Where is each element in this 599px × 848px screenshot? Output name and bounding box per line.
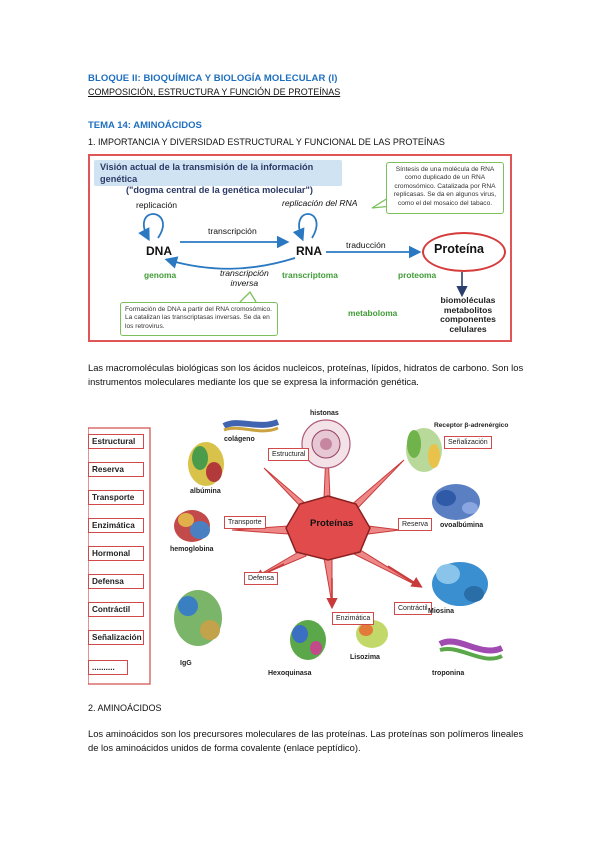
molecule-histonas — [301, 419, 351, 469]
category-defensa: Defensa — [88, 574, 144, 589]
tag-reserva: Reserva — [398, 518, 433, 531]
label-replicacion-rna: replicación del RNA — [282, 198, 358, 208]
mol-albumina: albúmina — [190, 488, 221, 495]
arm-up-right — [349, 459, 405, 513]
category-contractil: Contráctil — [88, 602, 144, 617]
center-label: Proteínas — [310, 518, 354, 529]
reverse-transcription-arrow — [164, 256, 296, 270]
molecule-igg — [174, 590, 222, 646]
mol-receptor: Receptor β-adrenérgico — [434, 422, 509, 429]
label-traduccion: traducción — [346, 240, 386, 250]
category-senalizacion: Señalización — [88, 630, 144, 645]
label-genoma: genoma — [144, 270, 177, 280]
molecule-ovoalbumina — [432, 484, 480, 520]
category-reserva: Reserva — [88, 462, 144, 477]
label-transcripcion-inversa-2: inversa — [230, 278, 259, 288]
block-title: BLOQUE II: BIOQUÍMICA Y BIOLOGÍA MOLECUL… — [88, 73, 338, 84]
dogma-banner: Visión actual de la transmisión de la in… — [94, 160, 342, 195]
mol-hemoglobina: hemoglobina — [170, 546, 214, 553]
section1-heading: 1. IMPORTANCIA Y DIVERSIDAD ESTRUCTURAL … — [88, 137, 445, 147]
category-transporte: Transporte — [88, 490, 144, 505]
category-enzimatica: Enzimática — [88, 518, 144, 533]
molecule-troponina — [438, 638, 504, 661]
tema-title: TEMA 14: AMINOÁCIDOS — [88, 120, 202, 131]
note-rna-replication: Síntesis de una molécula de RNA como dup… — [386, 162, 504, 214]
banner-line-2: ("dogma central de la genética molecular… — [126, 185, 313, 195]
mol-ovoalbumina: ovoalbúmina — [440, 522, 484, 529]
molecule-hemoglobina — [174, 510, 210, 542]
banner-line-1: Visión actual de la transmisión de la in… — [100, 162, 314, 184]
mol-troponina: troponina — [432, 670, 465, 677]
molecule-hexoquinasa — [290, 620, 326, 660]
label-dna: DNA — [146, 244, 172, 258]
label-transcriptoma: transcriptoma — [282, 270, 338, 280]
central-dogma-diagram: Visión actual de la transmisión de la in… — [88, 154, 512, 342]
label-transcripcion-inversa-1: transcripción — [220, 268, 269, 278]
proteina-circle — [422, 232, 506, 272]
arm-down — [323, 557, 333, 605]
label-transcripcion: transcripción — [208, 226, 257, 236]
category-more: .......... — [88, 660, 128, 675]
block-subtitle: COMPOSICIÓN, ESTRUCTURA Y FUNCIÓN DE PRO… — [88, 87, 341, 97]
section2-heading: 2. AMINOÁCIDOS — [88, 703, 162, 713]
arm-right — [367, 525, 401, 535]
label-proteina: Proteína — [434, 242, 485, 256]
molecule-albumina — [188, 442, 224, 486]
molecule-receptor — [406, 428, 442, 472]
category-estructural: Estructural — [88, 434, 144, 449]
mol-hexoquinasa: Hexoquinasa — [268, 670, 312, 677]
label-proteoma: proteoma — [398, 270, 437, 280]
output-item: biomoléculas — [440, 295, 496, 305]
molecule-colageno — [222, 419, 280, 433]
arm-up-left — [263, 467, 307, 509]
label-replicacion: replicación — [136, 200, 178, 210]
tag-transporte: Transporte — [224, 516, 266, 529]
categories-frame — [88, 427, 151, 685]
tag-contractil: Contráctil — [394, 602, 432, 615]
mol-histonas: histonas — [310, 410, 339, 417]
tag-defensa: Defensa — [244, 572, 279, 585]
note-dna-pointer — [239, 290, 257, 303]
label-rna: RNA — [296, 244, 322, 258]
tag-senalizacion: Señalización — [444, 436, 492, 449]
replication-loop-rna — [292, 213, 318, 242]
note-reverse-transcription: Formación de DNA a partir del RNA cromos… — [120, 302, 278, 336]
label-metaboloma: metaboloma — [348, 308, 398, 318]
protein-functions-diagram: Estructural Reserva Transporte Enzimátic… — [88, 408, 520, 690]
category-hormonal: Hormonal — [88, 546, 144, 561]
mol-colageno: colágeno — [224, 436, 255, 443]
tag-enzimatica: Enzimática — [332, 612, 375, 625]
center-heptagon — [285, 495, 371, 561]
molecule-lisozima — [356, 620, 388, 648]
mol-igg: IgG — [180, 660, 192, 667]
outputs-list: biomoléculas metabolitos componentes cel… — [422, 295, 514, 334]
output-item: metabolitos — [443, 304, 493, 315]
protein-diagram-graphics — [88, 419, 504, 685]
label-transcripcion-inversa: transcripción inversa — [220, 268, 269, 288]
arrow-down-right — [387, 565, 423, 588]
tag-estructural: Estructural — [268, 448, 310, 461]
replication-loop-dna — [138, 213, 164, 242]
mol-lisozima: Lisozima — [350, 654, 380, 661]
molecule-miosina — [432, 562, 488, 606]
paragraph-macromolecules: Las macromoléculas biológicas son los ác… — [88, 362, 524, 387]
dogma-arrows — [138, 197, 468, 303]
mol-miosina: Miosina — [428, 608, 455, 615]
paragraph-aminoacids: Los aminoácidos son los precursores mole… — [88, 728, 524, 753]
output-item: componentes celulares — [440, 314, 496, 334]
